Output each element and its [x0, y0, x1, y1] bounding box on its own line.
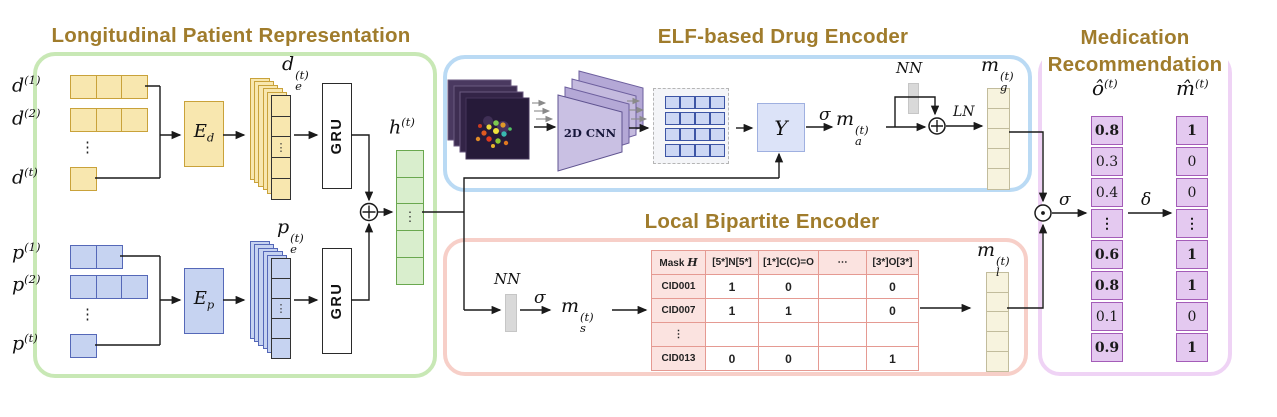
- probability-cell: 0.1: [1091, 302, 1123, 331]
- table-cell: 1: [866, 346, 919, 371]
- ln-label: LN: [953, 104, 975, 120]
- sigma-bipartite-label: σ: [534, 288, 546, 308]
- p-embedding-stack: ⋮: [271, 258, 291, 359]
- mg-label: m(t)g: [981, 54, 1014, 95]
- d1-vector: [70, 75, 149, 99]
- table-cell: [758, 322, 819, 347]
- table-cell: 1: [705, 274, 759, 299]
- table-cell: 0: [705, 346, 759, 371]
- gru-top-box: GRU: [322, 83, 352, 189]
- p1-label: p(1): [12, 240, 41, 264]
- de-label: d(t)e: [282, 53, 309, 94]
- table-cell: 0: [866, 298, 919, 323]
- table-header-cell: [3*]O[3*]: [866, 250, 919, 275]
- nn-bar-bipartite: [505, 294, 517, 332]
- local-drug-vector: [986, 272, 1009, 372]
- procedure-encoder-box: Ep: [184, 268, 224, 334]
- ml-label: m(t)l: [977, 239, 1010, 280]
- table-header-cell: [5*]N[5*]: [705, 250, 759, 275]
- nn-drug-label: NN: [896, 59, 923, 77]
- table-cell: 1: [705, 298, 759, 323]
- table-header-cell: ⋯: [818, 250, 867, 275]
- table-cell: [866, 322, 919, 347]
- Ep-label: Ep: [193, 288, 215, 313]
- recommendation-title-line2: Recommendation: [1041, 51, 1229, 78]
- medication-cell: ⋮: [1176, 209, 1208, 238]
- nn-bar-drug: [908, 83, 919, 114]
- table-row-label: CID007: [651, 298, 706, 323]
- table-header-cell: [1*]C(C)=O: [758, 250, 819, 275]
- p2-label: p(2): [12, 272, 41, 296]
- diagnosis-encoder-box: Ed: [184, 101, 224, 167]
- table-cell: [705, 322, 759, 347]
- probability-cell: 0.3: [1091, 147, 1123, 176]
- drug-panel-title: ELF-based Drug Encoder: [657, 25, 909, 48]
- sigma-drug-label: σ: [819, 105, 831, 125]
- global-drug-vector: [987, 88, 1010, 190]
- table-row-label: ⋮: [651, 322, 706, 347]
- recommendation-title-line1: Medication: [1074, 24, 1196, 51]
- m-hat-label: m̂(t): [1176, 76, 1209, 100]
- dt-vector: [70, 167, 97, 191]
- recommendation-panel-title: Medication Recommendation: [1036, 24, 1234, 78]
- d-ellipsis: ⋮: [80, 138, 95, 156]
- probability-cell: 0.6: [1091, 240, 1123, 269]
- p-ellipsis: ⋮: [80, 305, 95, 323]
- o-hat-label: ô(t): [1092, 76, 1118, 100]
- Y-label: Y: [774, 115, 788, 140]
- table-cell: [818, 346, 867, 371]
- table-cell: 1: [758, 298, 819, 323]
- attention-Y-box: Y: [757, 103, 805, 152]
- medication-cell: 0: [1176, 302, 1208, 331]
- table-cell: 0: [866, 274, 919, 299]
- table-cell: [818, 298, 867, 323]
- d2-label: d(2): [12, 106, 41, 130]
- d-embedding-stack: ⋮: [271, 95, 291, 200]
- medication-cell: 1: [1176, 240, 1208, 269]
- patient-panel-title: Longitudinal Patient Representation: [51, 24, 411, 47]
- bipartite-mask-table: Mask H[5*]N[5*][1*]C(C)=O⋯[3*]O[3*] CID00…: [651, 250, 919, 371]
- medication-cell: 1: [1176, 116, 1208, 145]
- pt-vector: [70, 334, 97, 358]
- table-corner-header: Mask H: [651, 250, 706, 275]
- bipartite-panel-title: Local Bipartite Encoder: [644, 210, 880, 233]
- delta-label: δ: [1141, 190, 1152, 210]
- p2-vector: [70, 275, 149, 299]
- patient-representation-panel: [33, 52, 437, 378]
- ma-label: m(t)a: [836, 108, 869, 149]
- table-row-label: CID013: [651, 346, 706, 371]
- drug-encoder-panel: [443, 55, 1032, 192]
- hidden-state-label: h(t): [389, 115, 415, 139]
- probability-cell: 0.8: [1091, 271, 1123, 300]
- ms-label: m(t)s: [561, 295, 594, 336]
- hidden-state-vector: ⋮: [396, 150, 424, 285]
- gru-bottom-box: GRU: [322, 248, 352, 354]
- probability-cell: 0.9: [1091, 333, 1123, 362]
- table-cell: 0: [758, 346, 819, 371]
- probability-cell: 0.4: [1091, 178, 1123, 207]
- pt-label: p(t): [12, 331, 38, 355]
- d1-label: d(1): [12, 73, 41, 97]
- table-cell: 0: [758, 274, 819, 299]
- table-cell: [818, 274, 867, 299]
- medication-cell: 1: [1176, 271, 1208, 300]
- probability-cell: 0.8: [1091, 116, 1123, 145]
- medication-cell: 0: [1176, 178, 1208, 207]
- table-cell: [818, 322, 867, 347]
- table-row-label: CID001: [651, 274, 706, 299]
- pe-label: p(t)e: [277, 216, 304, 257]
- Ed-label: Ed: [193, 121, 215, 146]
- dt-label: d(t): [12, 165, 38, 189]
- medication-cell: 0: [1176, 147, 1208, 176]
- nn-bipartite-label: NN: [494, 270, 521, 288]
- probability-cell: ⋮: [1091, 209, 1123, 238]
- d2-vector: [70, 108, 149, 132]
- sigma-output-label: σ: [1059, 190, 1071, 210]
- p1-vector: [70, 245, 123, 269]
- medication-cell: 1: [1176, 333, 1208, 362]
